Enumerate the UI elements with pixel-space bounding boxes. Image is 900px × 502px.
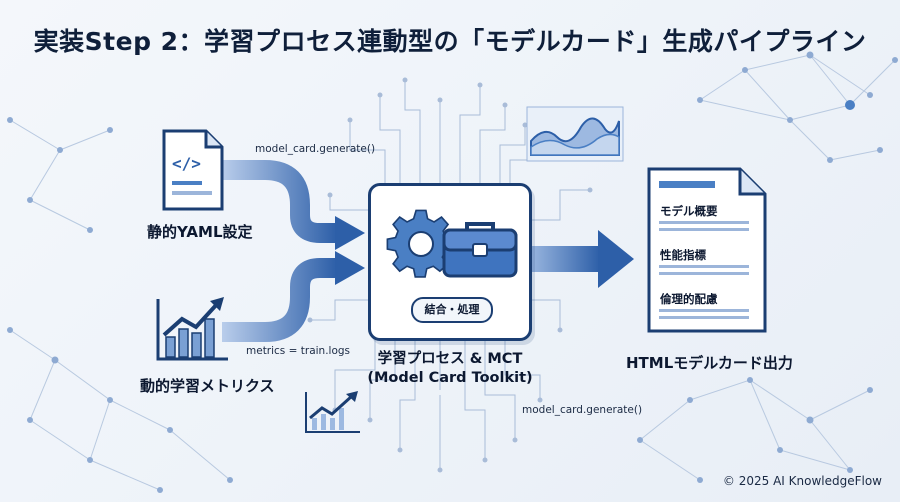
footer-copyright: © 2025 AI KnowledgeFlow	[722, 474, 882, 488]
output-label: HTMLモデルカード出力	[626, 354, 793, 372]
arrow-process-to-output	[528, 230, 634, 288]
process-label-line1: 学習プロセス & MCT	[377, 351, 523, 367]
svg-text:</>: </>	[172, 154, 201, 173]
process-label-line2: (Model Card Toolkit)	[367, 370, 533, 386]
process-box: 結合・処理	[368, 183, 532, 341]
code-label-generate-bottom: model_card.generate()	[522, 404, 643, 416]
code-label-metrics: metrics = train.logs	[246, 345, 351, 357]
document-icon	[647, 167, 767, 333]
bar-chart-growth-icon	[156, 297, 228, 361]
page-title: 実装Step 2：学習プロセス連動型の「モデルカード」生成パイプライン	[33, 27, 867, 56]
area-chart-icon	[526, 106, 624, 162]
output-item-ethics: 倫理的配慮	[660, 292, 718, 306]
line-chart-icon	[305, 391, 360, 433]
combine-process-pill: 結合・処理	[411, 297, 493, 323]
static-yaml-label: 静的YAML設定	[147, 223, 253, 241]
briefcase-icon	[442, 222, 518, 278]
arrow-metrics-to-process	[222, 251, 365, 342]
process-label: 学習プロセス & MCT (Model Card Toolkit)	[360, 350, 540, 388]
gears-icon	[386, 209, 455, 278]
code-label-generate-top: model_card.generate()	[255, 143, 376, 155]
arrow-yaml-to-process	[222, 160, 365, 250]
dynamic-metrics-label: 動的学習メトリクス	[140, 377, 275, 395]
output-item-performance: 性能指標	[660, 248, 706, 262]
output-item-overview: モデル概要	[660, 204, 718, 218]
code-file-icon: </>	[162, 129, 224, 211]
